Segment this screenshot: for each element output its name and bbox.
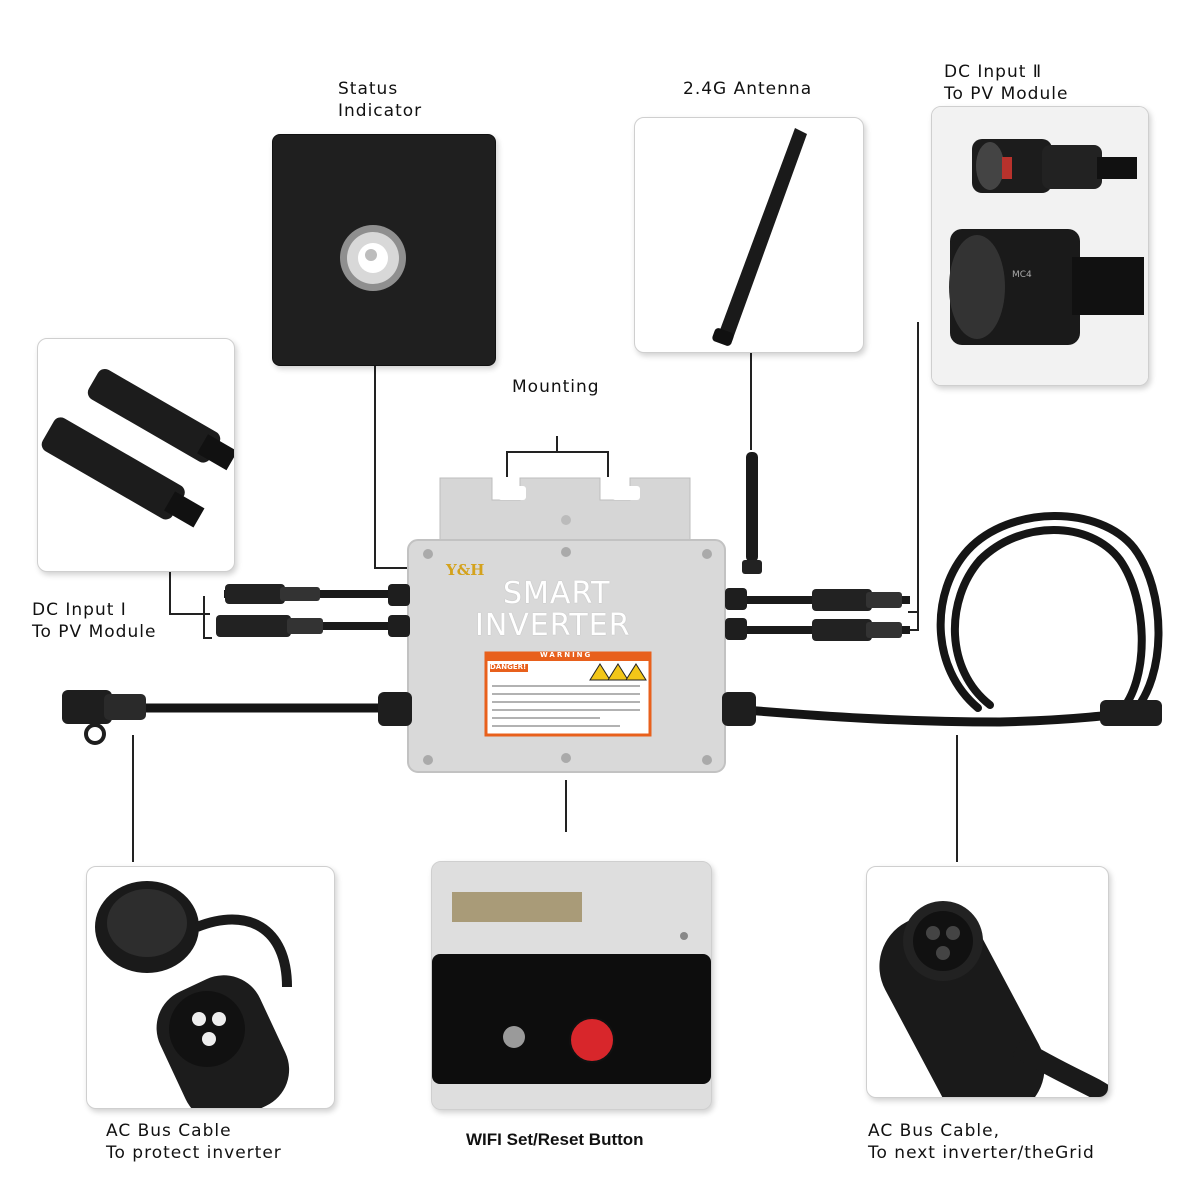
inverter-brand: Y&H — [446, 561, 485, 579]
dc-input-2-label: DC Input Ⅱ To PV Module — [944, 61, 1068, 105]
ac-bus-next-image — [879, 901, 1108, 1097]
dc1-leader-line — [169, 572, 212, 639]
dc-input-2-label-line2: To PV Module — [944, 84, 1069, 104]
danger-text: DANGER! — [490, 663, 527, 671]
status-leader-line — [374, 365, 408, 569]
dc-input-1-label-line2: To PV Module — [32, 622, 157, 642]
wifi-reset-image — [432, 862, 711, 1109]
dc-input-1-cables — [216, 584, 394, 637]
ac-bus-protect-image — [95, 881, 292, 1108]
mounting-label: Mounting — [512, 377, 600, 397]
dc2-leader-line — [908, 322, 919, 631]
inverter-title-line2: INVERTER — [475, 608, 631, 643]
wifi-reset-label: WIFI Set/Reset Button — [466, 1130, 644, 1149]
antenna-image — [712, 128, 807, 346]
dc-input-2-cables — [740, 589, 910, 641]
dc-input-2-label-line1: DC Input Ⅱ — [944, 62, 1043, 82]
inverter-antenna — [742, 452, 762, 574]
wifi-reset-panel — [431, 861, 712, 1110]
ac-left-connector — [62, 690, 146, 745]
ac-bus-next-label-line1: AC Bus Cable, — [868, 1121, 1000, 1141]
warning-header: WARNING — [540, 651, 593, 659]
status-led-image — [273, 135, 495, 365]
dc-input-2-panel: MC4 — [931, 106, 1149, 386]
dc-input-1-label: DC Input Ⅰ To PV Module — [32, 599, 156, 643]
antenna-panel — [634, 117, 864, 353]
mounting-bracket-line — [506, 436, 609, 477]
dc-input-1-panel — [37, 338, 235, 572]
ac-bus-protect-label-line1: AC Bus Cable — [106, 1121, 232, 1141]
svg-text:MC4: MC4 — [1012, 270, 1032, 280]
status-indicator-label-line2: Indicator — [338, 101, 423, 121]
warning-label — [484, 651, 652, 737]
dc-input-1-label-line1: DC Input Ⅰ — [32, 600, 127, 620]
inverter-title-line1: SMART — [503, 576, 611, 611]
ac-bus-protect-label-line2: To protect inverter — [106, 1143, 282, 1163]
status-indicator-label-line1: Status — [338, 79, 399, 99]
ac-right-connector — [1100, 700, 1162, 726]
ac-bus-next-label-line2: To next inverter/theGrid — [868, 1143, 1095, 1163]
status-indicator-panel — [272, 134, 496, 366]
dc-connector-1-image — [41, 368, 234, 528]
ac-bus-protect-panel — [86, 866, 335, 1109]
ac-bus-next-label: AC Bus Cable, To next inverter/theGrid — [868, 1120, 1095, 1164]
antenna-label: 2.4G Antenna — [683, 79, 813, 99]
dc-connector-2-image: MC4 — [932, 107, 1148, 385]
ac-bus-protect-label: AC Bus Cable To protect inverter — [106, 1120, 282, 1164]
status-indicator-label: Status Indicator — [338, 78, 422, 122]
ac-bus-next-panel — [866, 866, 1109, 1098]
